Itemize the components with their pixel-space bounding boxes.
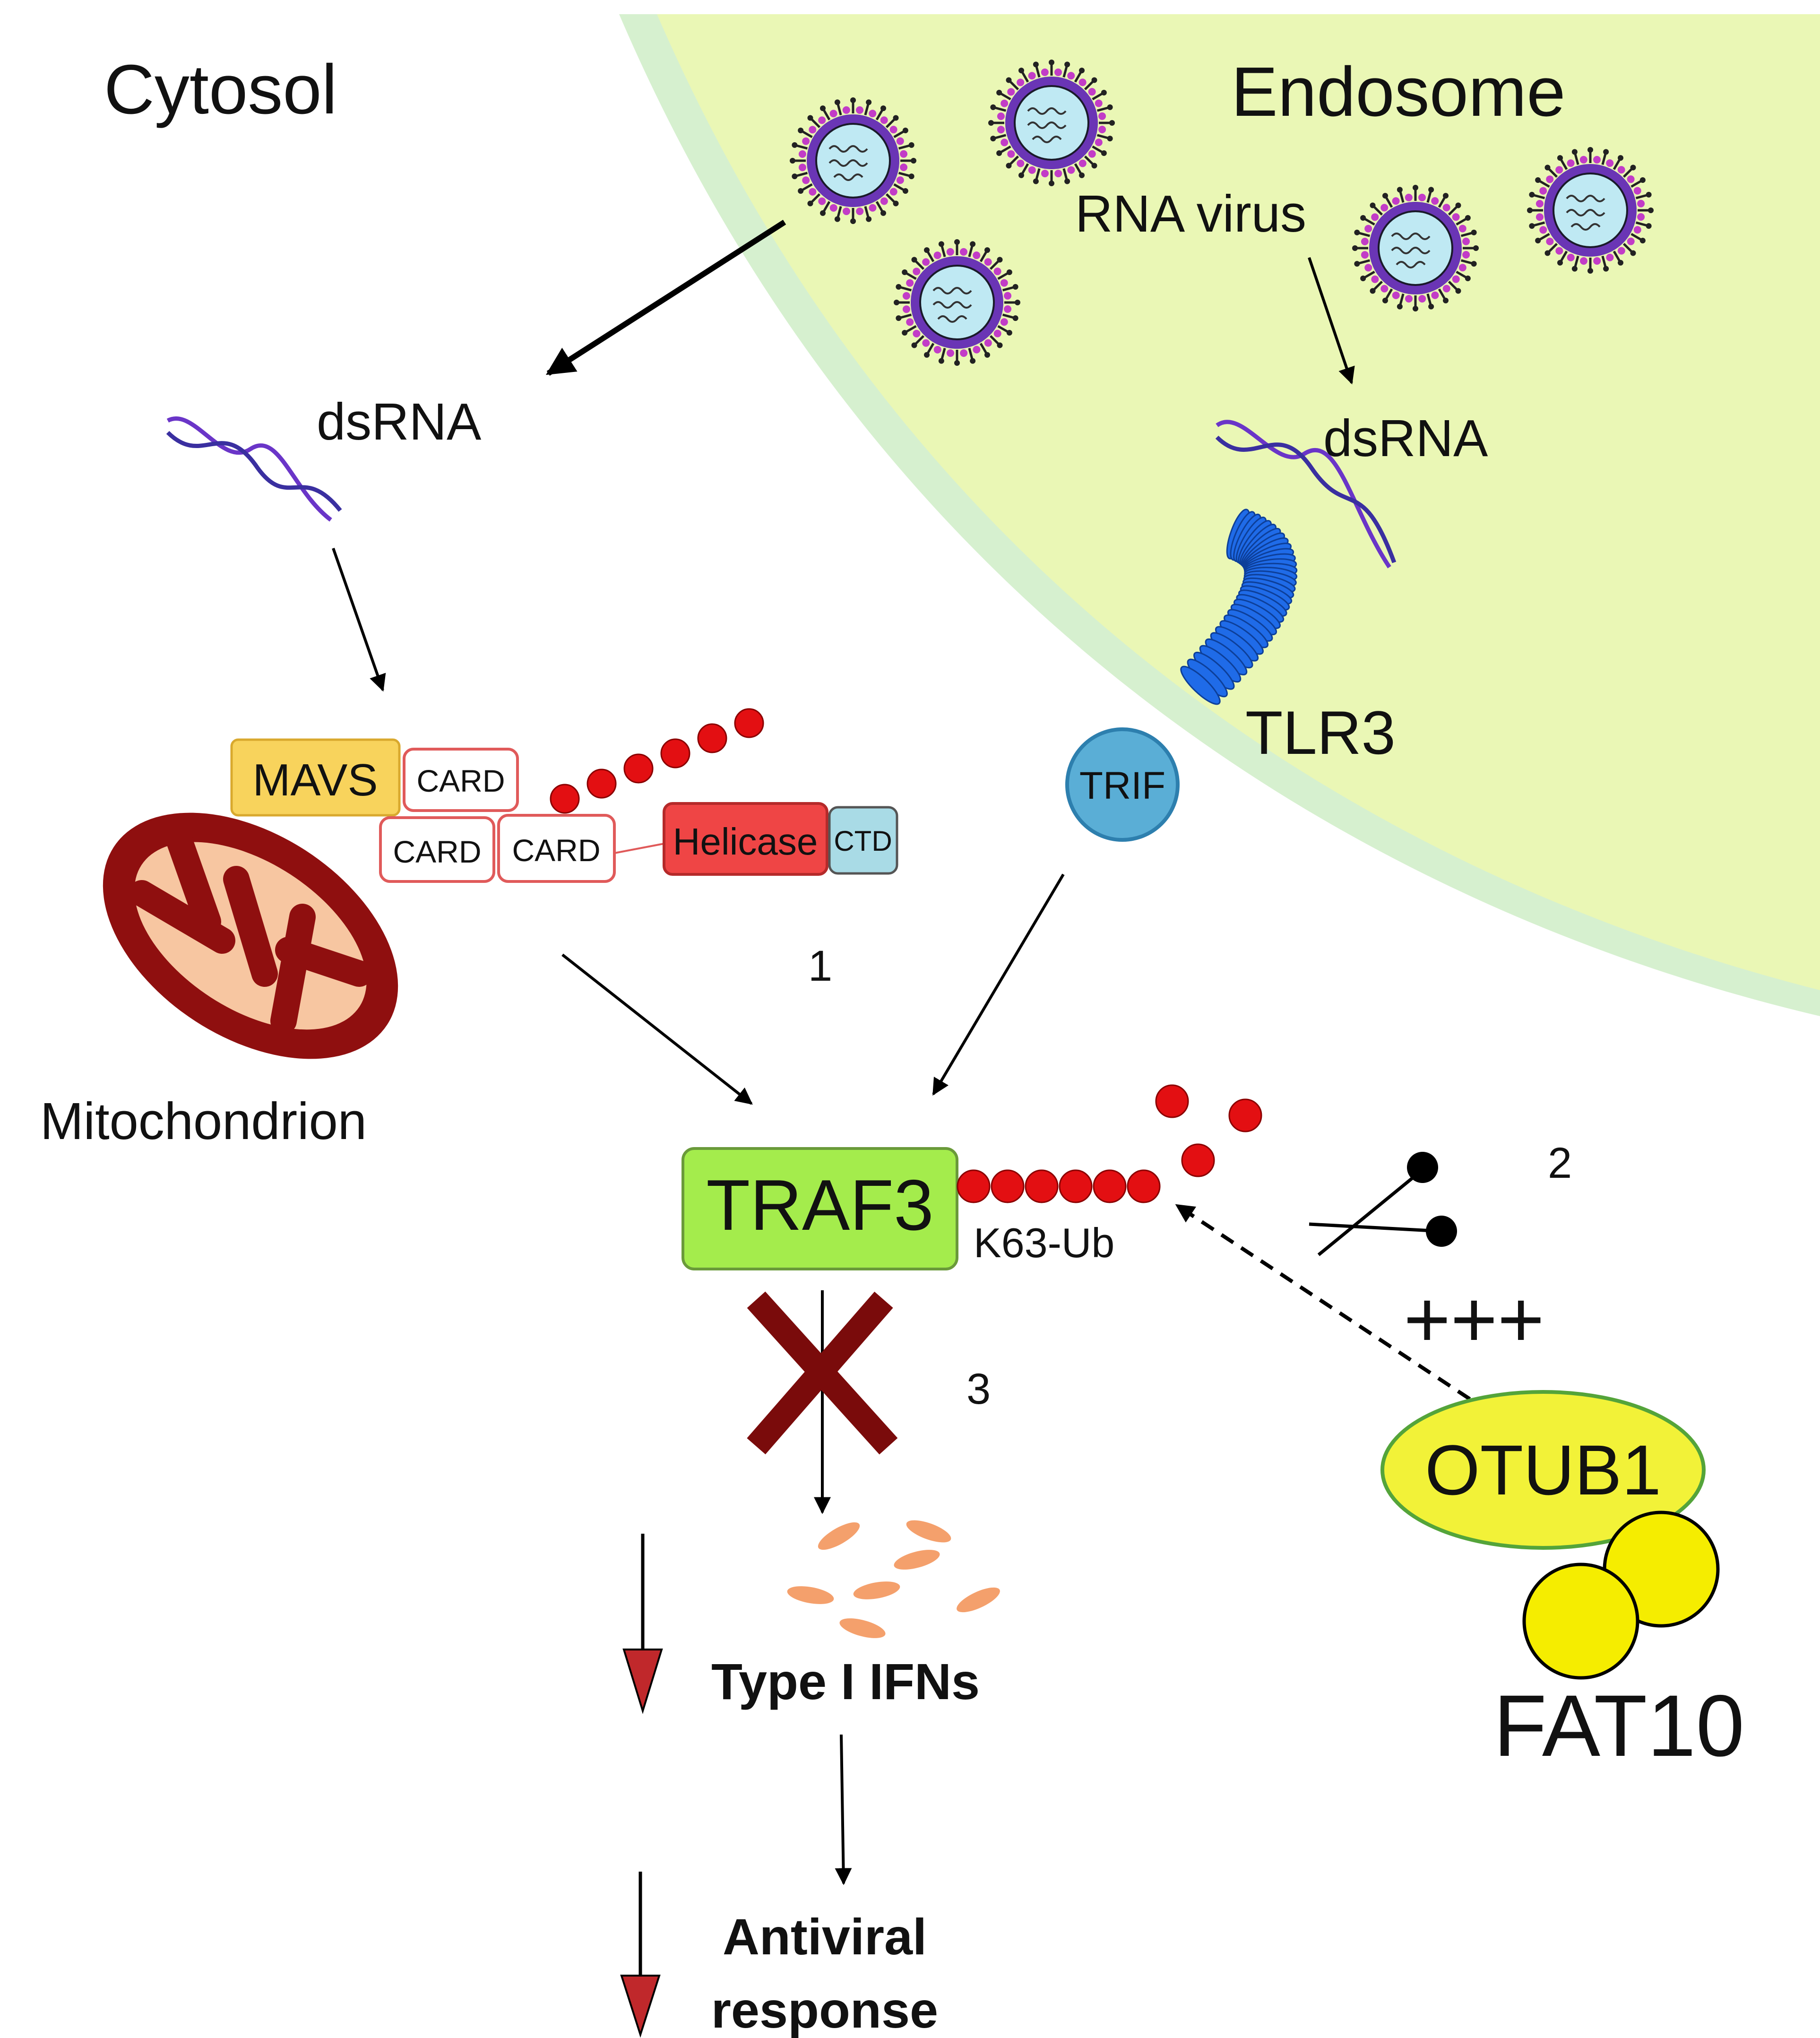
otub1-to-k63ub-dashed-arrow: [1175, 1203, 1471, 1401]
traf3-box: [681, 1147, 958, 1270]
virus-particle: [790, 97, 916, 224]
cytosol-label: Cytosol: [104, 51, 337, 129]
mavs-to-traf3-arrow: [561, 953, 753, 1105]
otub1-ellipse: [1380, 1390, 1706, 1550]
free-ubiquitin: [1155, 1084, 1262, 1177]
mitochondrion-label: Mitochondrion: [40, 1092, 367, 1150]
inhibition-x-icon: [747, 1291, 898, 1455]
helicase-domain: [663, 802, 828, 876]
ifn-to-antiviral-arrow: [835, 1734, 852, 1885]
tlr3-label: TLR3: [1245, 698, 1396, 767]
mavs-label: MAVS: [253, 755, 378, 805]
card-left-label: CARD: [393, 834, 481, 869]
step-2-label: 2: [1548, 1139, 1572, 1187]
trif-label: TRIF: [1079, 764, 1165, 807]
trif-adaptor: [1065, 727, 1180, 842]
trif-to-traf3-arrow: [932, 873, 1065, 1096]
decrease-arrow-ifn-icon: [622, 1534, 663, 1714]
type-i-ifn-particles: [787, 1520, 1000, 1638]
virus-to-cytosol-arrow: [545, 219, 786, 376]
ubiquitin-chain-rlr: [550, 708, 764, 814]
antiviral-label-line1: Antiviral: [723, 1908, 927, 1965]
virus-particle: [894, 239, 1020, 366]
virus-particle: [1527, 147, 1654, 274]
rna-virus-particles: [790, 60, 1654, 366]
mavs-box: [230, 738, 401, 817]
decrease-arrow-antiviral-icon: [620, 1872, 661, 2038]
rna-virus-label: RNA virus: [1075, 185, 1306, 243]
ctd-label: CTD: [834, 825, 892, 857]
card-right-label: CARD: [512, 833, 600, 868]
ctd-domain: [828, 806, 898, 875]
card-domain-top: [403, 748, 519, 812]
card-top-label: CARD: [416, 763, 505, 798]
step-3-label: 3: [966, 1365, 991, 1413]
card-domain-right: [497, 814, 616, 883]
fat10-label: FAT10: [1493, 1677, 1744, 1775]
k63-ub-label: K63-Ub: [974, 1219, 1114, 1266]
helicase-label: Helicase: [673, 820, 818, 863]
dsrna-endosome-helix: [1215, 420, 1397, 569]
antiviral-label-line2: response: [711, 1981, 938, 2038]
type-i-ifns-label: Type I IFNs: [711, 1653, 980, 1710]
fat10-domain-2: [1522, 1563, 1639, 1680]
virus-particle: [988, 60, 1115, 186]
tlr3-receptor: [1180, 509, 1298, 705]
enhancement-label: +++: [1404, 1275, 1544, 1364]
mitochondrion: [103, 812, 398, 1059]
endosome-label: Endosome: [1231, 53, 1566, 131]
virus-to-endosome-dsrna-arrow: [1308, 257, 1355, 385]
dsrna-cytosol-label: dsRNA: [317, 393, 482, 451]
virus-particle: [1352, 185, 1479, 311]
otub1-label: OTUB1: [1425, 1430, 1661, 1510]
traf3-label: TRAF3: [706, 1165, 933, 1245]
card-helicase-linker: [614, 843, 664, 854]
step-1-label: 1: [808, 942, 832, 990]
deubiquitination-scissors-icon: [1309, 1152, 1457, 1256]
dsrna-endosome-label: dsRNA: [1323, 409, 1488, 467]
dsrna-to-rlr-arrow: [332, 548, 386, 692]
k63-ubiquitin-chain: [957, 1169, 1161, 1203]
dsrna-cytosol-helix: [166, 416, 342, 522]
card-domain-left: [379, 816, 495, 883]
